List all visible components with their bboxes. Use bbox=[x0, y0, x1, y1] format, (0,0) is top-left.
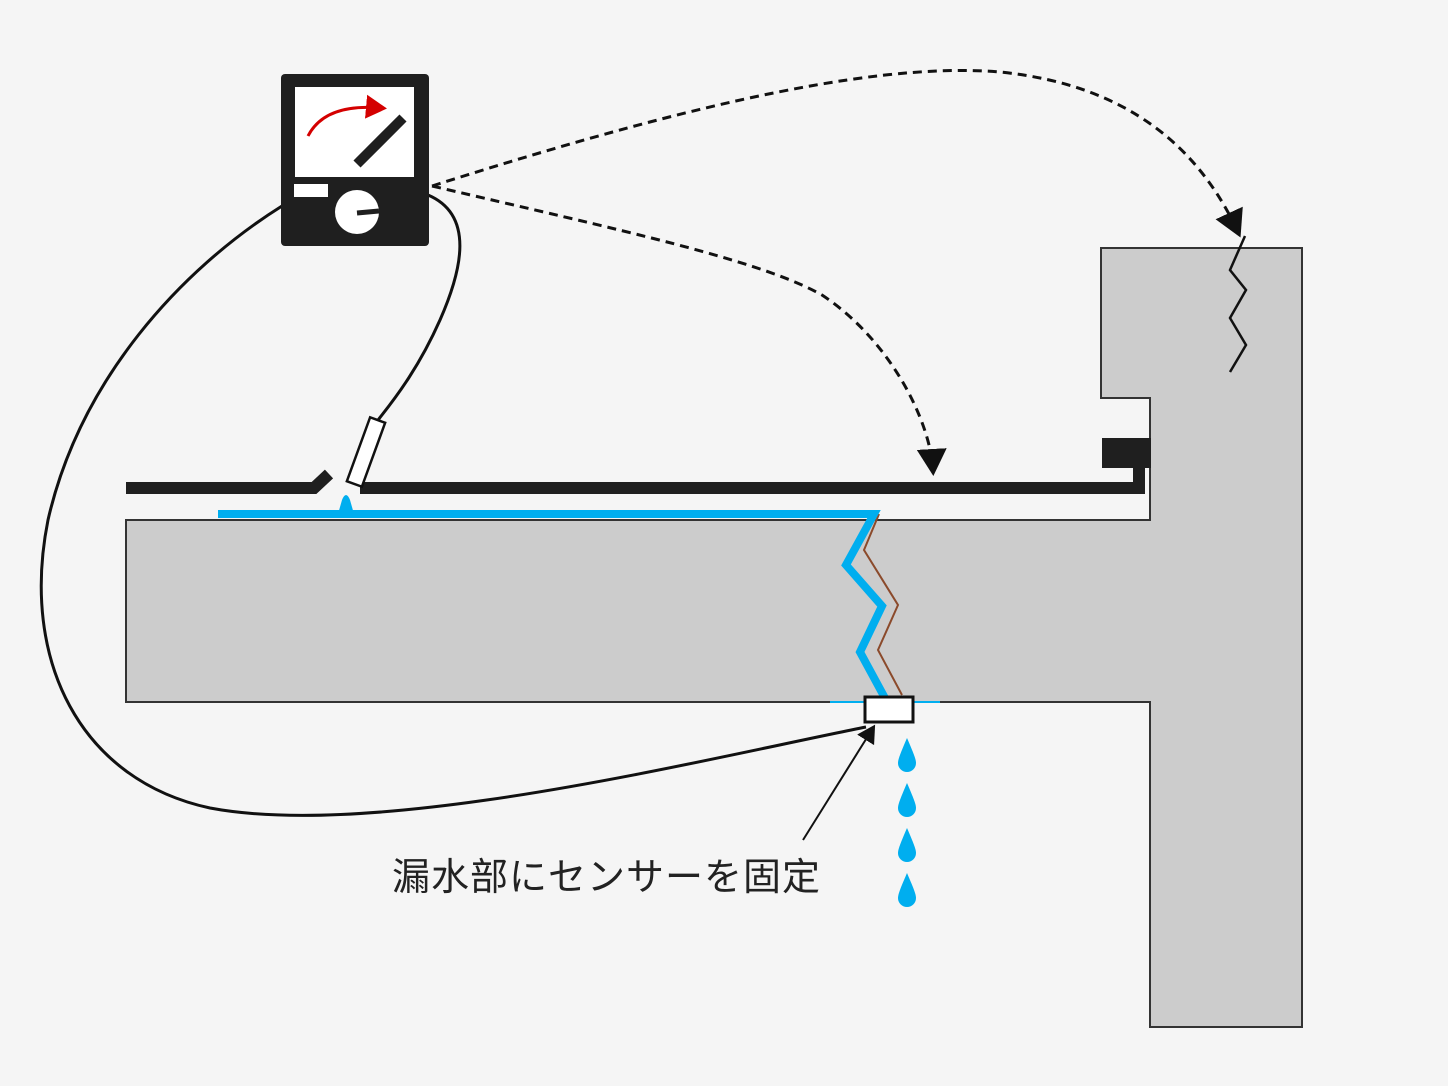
dashed-arrow-to-parapet bbox=[431, 68, 1243, 238]
sensor-annotation-label: 漏水部にセンサーを固定 bbox=[392, 855, 822, 899]
wire-to-sensor bbox=[39, 204, 867, 817]
sensor-pad-icon bbox=[863, 695, 915, 724]
water-blob-at-probe bbox=[338, 495, 354, 514]
label-leader bbox=[802, 724, 876, 841]
dashed-arrow-to-membrane bbox=[431, 184, 947, 476]
waterproof-membrane bbox=[126, 455, 1145, 494]
water-drop-icon bbox=[898, 738, 916, 772]
analog-meter-icon bbox=[281, 74, 429, 246]
probe-icon bbox=[345, 415, 387, 489]
water-drop-icon bbox=[898, 783, 916, 817]
parapet-crack bbox=[1228, 235, 1248, 373]
water-path bbox=[218, 510, 890, 702]
membrane-end-cap bbox=[1102, 438, 1151, 468]
wire-to-probe bbox=[376, 193, 462, 421]
concrete-structure bbox=[125, 247, 1303, 1028]
water-drop-icon bbox=[898, 873, 916, 907]
water-drops bbox=[898, 738, 916, 907]
slab-crack bbox=[862, 513, 903, 696]
water-drop-icon bbox=[898, 828, 916, 862]
